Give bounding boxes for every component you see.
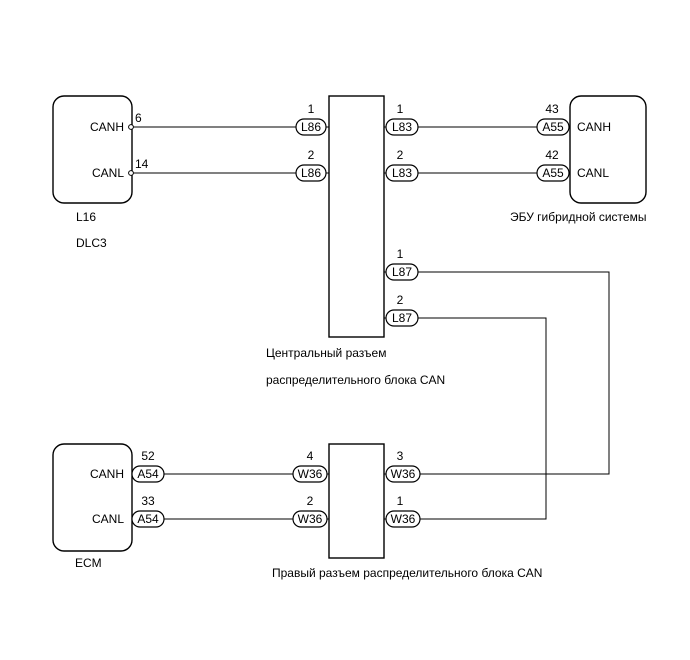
dlc3-box xyxy=(52,95,133,204)
dlc3-canh-terminal xyxy=(128,124,134,130)
ecm-name-label: ECM xyxy=(75,556,102,570)
hybrid-ecu-box xyxy=(569,95,647,204)
connector-a55-canh-code: A55 xyxy=(542,120,564,134)
connector-w36-left-canh-code: W36 xyxy=(298,467,323,481)
connector-a54-canl-pin: 33 xyxy=(141,494,155,508)
connector-w36-right-canl-code: W36 xyxy=(391,512,416,526)
connector-l87-canh-code: L87 xyxy=(392,265,412,279)
dlc3-canh-pin: 6 xyxy=(135,111,142,125)
connector-w36-left-canh: W36 xyxy=(292,465,328,483)
connector-w36-left-canl-pin: 2 xyxy=(307,494,314,508)
connector-l87-canl: L87 xyxy=(385,309,419,327)
connector-l86-canl: L86 xyxy=(295,164,327,182)
connector-w36-right-canh-pin: 3 xyxy=(397,449,404,463)
wire-l87-canh-to-w36 xyxy=(418,271,610,475)
central-junction-label-line2: распределительного блока CAN xyxy=(266,373,445,387)
connector-a55-canl-pin: 42 xyxy=(545,148,559,162)
connector-l83-canl-pin: 2 xyxy=(397,148,404,162)
hybrid-ecu-canl-label: CANL xyxy=(577,166,609,180)
connector-a54-canh-pin: 52 xyxy=(141,449,155,463)
connector-l83-canh-pin: 1 xyxy=(397,102,404,116)
ecm-canl-label: CANL xyxy=(92,512,124,526)
connector-l87-canh-pin: 1 xyxy=(397,247,404,261)
connector-l87-canl-pin: 2 xyxy=(397,293,404,307)
central-junction-block xyxy=(328,95,385,338)
connector-l86-canl-pin: 2 xyxy=(308,148,315,162)
connector-l83-canh-code: L83 xyxy=(392,120,412,134)
connector-a54-canh: A54 xyxy=(131,465,165,483)
connector-l87-canl-code: L87 xyxy=(392,311,412,325)
connector-l86-canh-code: L86 xyxy=(301,120,321,134)
hybrid-ecu-canh-label: CANH xyxy=(577,120,611,134)
dlc3-name-label: DLC3 xyxy=(76,236,107,250)
connector-l83-canl: L83 xyxy=(385,164,419,182)
connector-a54-canh-code: A54 xyxy=(137,467,159,481)
connector-l83-canh: L83 xyxy=(385,118,419,136)
connector-w36-left-canl: W36 xyxy=(292,510,328,528)
connector-w36-right-canh-code: W36 xyxy=(391,467,416,481)
wire-l87-canl-to-w36 xyxy=(418,317,547,520)
connector-l83-canl-code: L83 xyxy=(392,166,412,180)
connector-a54-canl: A54 xyxy=(131,510,165,528)
connector-w36-left-canl-code: W36 xyxy=(298,512,323,526)
connector-a55-canl-code: A55 xyxy=(542,166,564,180)
connector-a55-canh-pin: 43 xyxy=(545,102,559,116)
connector-w36-right-canl-pin: 1 xyxy=(397,494,404,508)
dlc3-code-label: L16 xyxy=(76,210,96,224)
connector-l87-canh: L87 xyxy=(385,263,419,281)
dlc3-canl-label: CANL xyxy=(92,166,124,180)
ecm-box xyxy=(52,443,133,552)
connector-l86-canl-code: L86 xyxy=(301,166,321,180)
connector-w36-right-canl: W36 xyxy=(385,510,421,528)
dlc3-canl-terminal xyxy=(128,170,134,176)
dlc3-canl-pin: 14 xyxy=(135,157,149,171)
connector-l86-canh: L86 xyxy=(295,118,327,136)
central-junction-label-line1: Центральный разъем xyxy=(266,346,386,360)
hybrid-ecu-name-label: ЭБУ гибридной системы xyxy=(510,210,646,224)
connector-a54-canl-code: A54 xyxy=(137,512,159,526)
connector-l86-canh-pin: 1 xyxy=(308,102,315,116)
ecm-canh-label: CANH xyxy=(90,467,124,481)
connector-a55-canh: A55 xyxy=(536,118,570,136)
right-junction-label: Правый разъем распределительного блока C… xyxy=(272,566,542,580)
dlc3-canh-label: CANH xyxy=(90,120,124,134)
connector-a55-canl: A55 xyxy=(536,164,570,182)
connector-w36-right-canh: W36 xyxy=(385,465,421,483)
right-junction-block xyxy=(328,443,385,559)
connector-w36-left-canh-pin: 4 xyxy=(307,449,314,463)
